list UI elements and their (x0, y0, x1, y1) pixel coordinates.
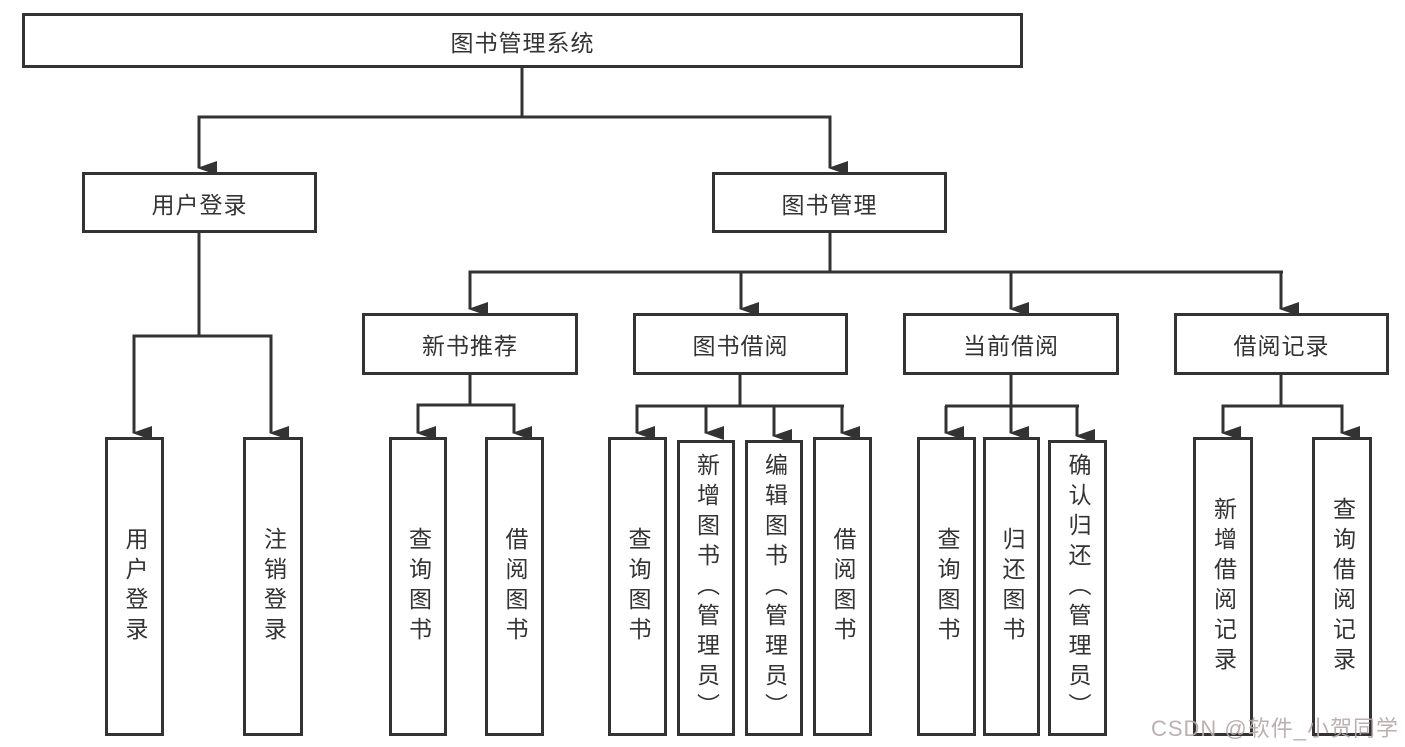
leaf-records-add-borrow-record: 新增借阅记录 (1193, 437, 1253, 736)
node-current-borrow: 当前借阅 (903, 313, 1119, 375)
leaf-current-confirm-return-admin: 确认归还（管理员） (1048, 440, 1107, 736)
node-label: 注销登录 (260, 526, 287, 647)
node-label: 图书管理系统 (450, 29, 595, 56)
node-new-book-recommend: 新书推荐 (362, 313, 578, 375)
node-label: 图书借阅 (692, 333, 789, 359)
node-label: 查询图书 (934, 526, 960, 647)
node-label: 借阅记录 (1233, 333, 1330, 359)
node-label: 用户登录 (151, 191, 248, 218)
node-user-login-branch: 用户登录 (82, 172, 317, 233)
node-label: 归还图书 (999, 526, 1025, 647)
leaf-logout: 注销登录 (243, 437, 303, 736)
leaf-current-return-books: 归还图书 (983, 437, 1040, 736)
leaf-records-query-borrow-record: 查询借阅记录 (1312, 437, 1372, 736)
csdn-watermark: CSDN @软件_小贺同学 (1150, 716, 1399, 741)
leaf-borrow-edit-books-admin: 编辑图书（管理员） (745, 440, 803, 736)
node-label: 当前借阅 (963, 333, 1059, 359)
leaf-borrow-borrow-books: 借阅图书 (813, 437, 872, 736)
leaf-current-query-books: 查询图书 (917, 437, 976, 736)
node-label: 用户登录 (122, 526, 148, 647)
node-label: 查询图书 (405, 526, 432, 647)
node-system-root: 图书管理系统 (22, 13, 1023, 68)
node-label: 新增图书（管理员） (693, 453, 720, 723)
node-borrow-records: 借阅记录 (1174, 313, 1389, 375)
node-label: 借阅图书 (830, 526, 856, 647)
node-label: 确认归还（管理员） (1065, 453, 1091, 723)
node-label: 查询图书 (625, 526, 651, 647)
node-label: 新增借阅记录 (1210, 496, 1237, 677)
node-label: 借阅图书 (502, 526, 528, 647)
node-label: 查询借阅记录 (1329, 496, 1356, 677)
node-label: 新书推荐 (422, 333, 518, 359)
leaf-user-login: 用户登录 (105, 437, 164, 736)
node-book-borrow: 图书借阅 (633, 313, 848, 375)
node-label: 编辑图书（管理员） (761, 453, 788, 723)
leaf-borrow-query-books: 查询图书 (608, 437, 667, 736)
node-book-management-branch: 图书管理 (712, 172, 947, 233)
node-label: 图书管理 (781, 191, 878, 218)
leaf-newbook-borrow-books: 借阅图书 (485, 437, 544, 736)
leaf-borrow-add-books-admin: 新增图书（管理员） (677, 440, 735, 736)
leaf-newbook-query-books: 查询图书 (389, 437, 447, 736)
